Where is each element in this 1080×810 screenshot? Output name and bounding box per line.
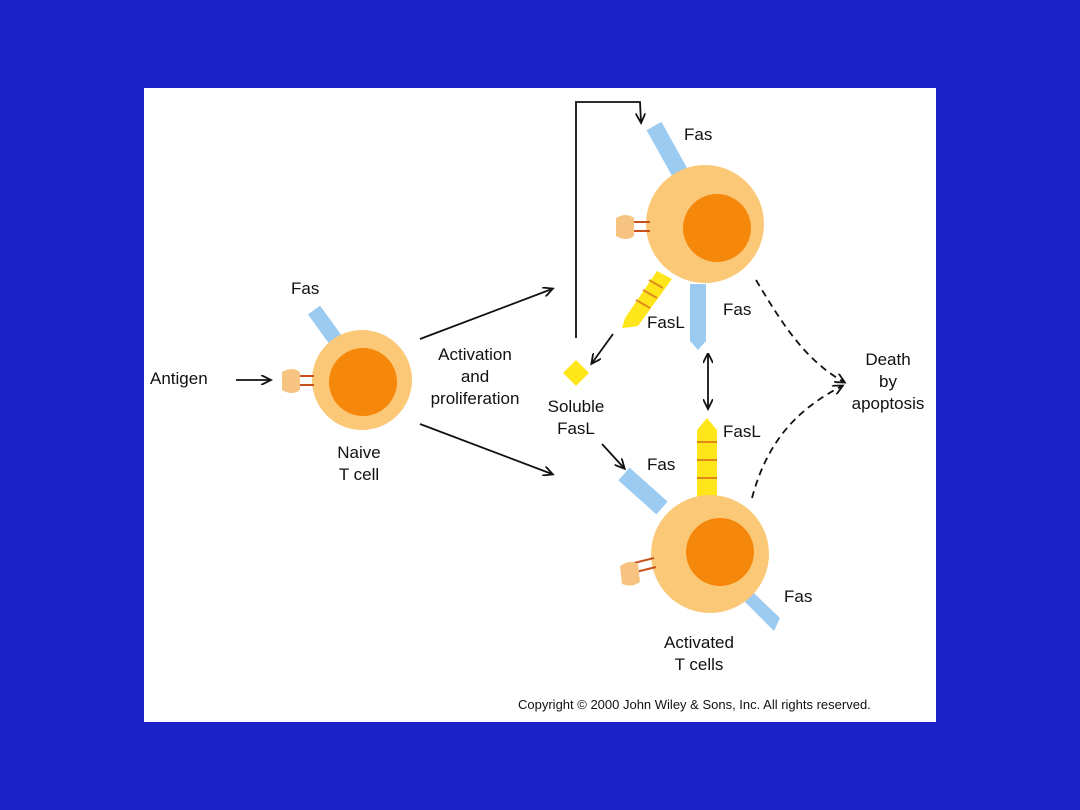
label-death-by-apoptosis: Death by apoptosis: [851, 350, 925, 413]
arrows: [236, 101, 844, 499]
soluble-fasl-icon: [563, 360, 589, 386]
label-soluble-fasl: Soluble FasL: [547, 397, 605, 438]
label-fas-mid: Fas: [723, 300, 752, 319]
activated-cell-bottom-nucleus: [686, 518, 754, 586]
activated-cell-bottom: [618, 418, 780, 631]
arrow-fasl-release: [592, 333, 614, 363]
arrow-activation-down: [419, 423, 552, 474]
label-activated-cells: Activated T cells: [664, 633, 734, 674]
tcr-bottom-icon: [620, 557, 657, 586]
label-activation: Activation and proliferation: [430, 345, 520, 408]
label-fas-naive: Fas: [291, 279, 320, 298]
label-fas-bottom-left: Fas: [647, 455, 676, 474]
label-antigen: Antigen: [150, 369, 208, 388]
arrow-feedback-loop: [575, 101, 641, 338]
diagram-graphic: [236, 101, 936, 631]
arrow-death-top: [755, 279, 844, 382]
fasl-bottom-icon: [697, 418, 717, 500]
activated-cell-top-nucleus: [683, 194, 751, 262]
arrow-soluble-to-fas: [601, 443, 624, 468]
fas-receptor-bottom-left: [618, 467, 668, 515]
naive-t-cell: [282, 305, 412, 430]
tcr-top-icon: [616, 215, 650, 239]
fas-receptor-mid: [690, 284, 706, 350]
naive-cell-nucleus: [329, 348, 397, 416]
arrow-activation-up: [419, 289, 552, 340]
activated-cell-top: [616, 121, 764, 350]
label-fasl-bottom: FasL: [723, 422, 761, 441]
label-fas-top: Fas: [684, 125, 713, 144]
arrow-death-bottom: [751, 386, 842, 499]
tcr-naive-icon: [282, 369, 314, 393]
label-fasl-top: FasL: [647, 313, 685, 332]
diagram-figure: Antigen Fas Naive T cell Activation and …: [144, 88, 936, 722]
copyright-notice: Copyright © 2000 John Wiley & Sons, Inc.…: [518, 697, 871, 712]
label-fas-bottom-right: Fas: [784, 587, 813, 606]
fasl-top-icon: [622, 271, 672, 328]
label-naive-cell: Naive T cell: [337, 443, 381, 484]
